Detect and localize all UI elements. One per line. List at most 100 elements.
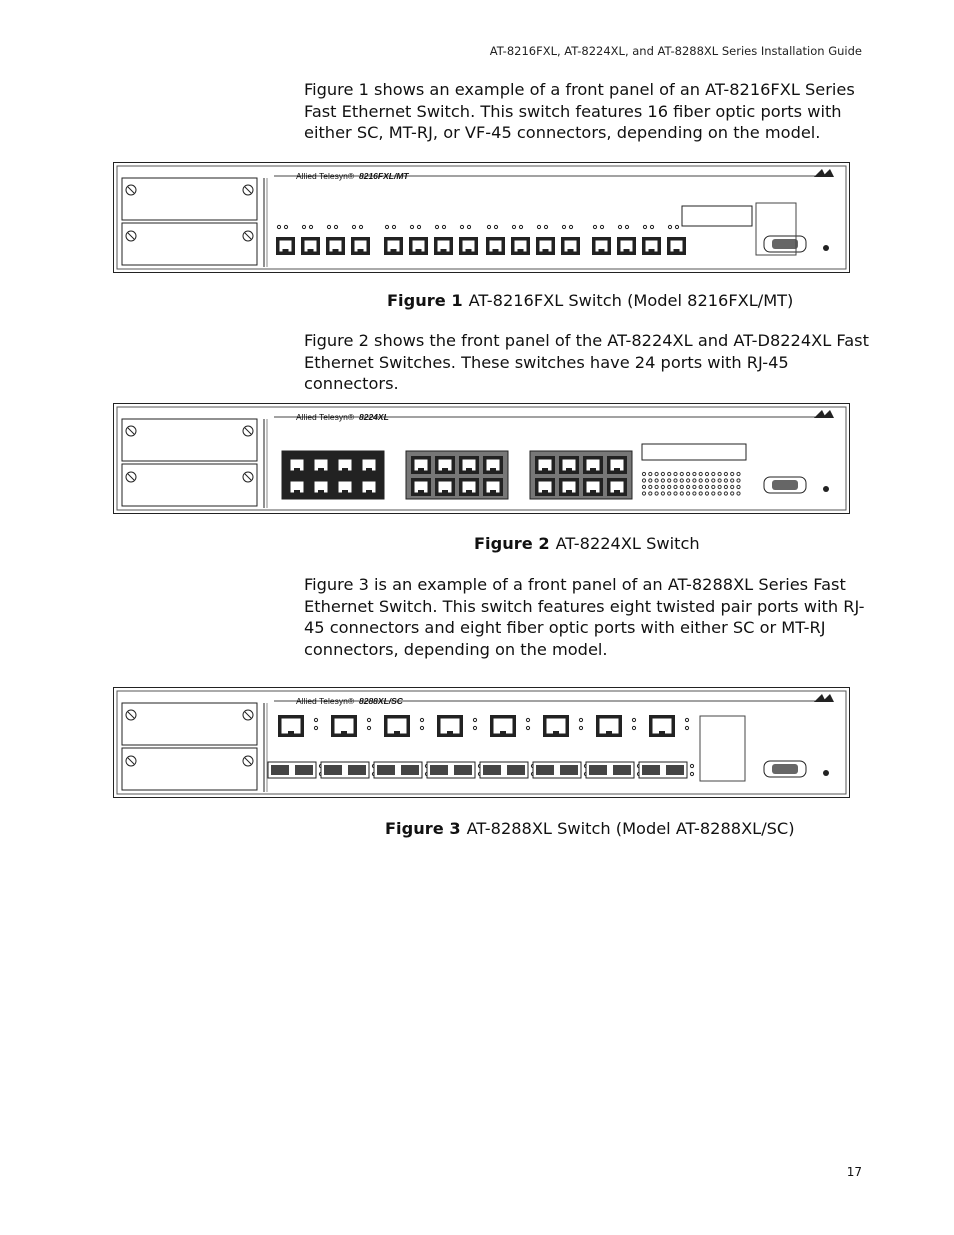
- port-led: [674, 224, 680, 230]
- rj45-port-tab: [517, 249, 524, 252]
- panel-bezel: [116, 406, 847, 511]
- fiber-port-socket: [377, 765, 395, 775]
- status-led: [679, 484, 684, 490]
- port-led: [561, 224, 567, 230]
- psu-module-top: [121, 418, 258, 462]
- port-led: [472, 725, 478, 731]
- figure-1-label: Figure 1: [387, 291, 463, 310]
- figure-3-caption-text: AT-8288XL Switch (Model AT-8288XL/SC): [466, 819, 795, 838]
- port-led: [351, 224, 357, 230]
- rj45-port-tab: [440, 249, 447, 252]
- status-led: [698, 491, 703, 496]
- fiber-port-socket: [271, 765, 289, 775]
- rj45-port-tab: [606, 731, 612, 734]
- rj45-port-tab: [466, 490, 472, 493]
- rj45-port-tab: [294, 468, 300, 471]
- port-led: [283, 224, 289, 230]
- at-logo-icon: [814, 410, 834, 418]
- screw-slot: [244, 232, 252, 240]
- model-logo-text: 8224XL: [359, 412, 389, 422]
- figure-1-switch-panel: Allied Telesyn®8216FXL/MT: [113, 162, 850, 273]
- fiber-port-socket: [589, 765, 607, 775]
- rj45-port-tab: [366, 468, 372, 471]
- rj45-port-tab: [390, 249, 397, 252]
- rj45-port-tab: [307, 249, 314, 252]
- port-led: [326, 224, 332, 230]
- rj45-port-tab: [566, 468, 572, 471]
- fiber-port-socket: [348, 765, 366, 775]
- status-led: [641, 478, 647, 483]
- port-led: [543, 224, 549, 230]
- figure-3-label: Figure 3: [385, 819, 461, 838]
- status-led: [648, 484, 653, 490]
- port-led: [536, 224, 542, 230]
- status-led: [717, 484, 722, 490]
- port-led: [624, 224, 630, 230]
- rj45-port-tab: [442, 490, 448, 493]
- led-panel: [681, 205, 753, 227]
- figure-3-caption: Figure 3 AT-8288XL Switch (Model AT-8288X…: [385, 819, 795, 838]
- rj45-port-tab: [447, 731, 453, 734]
- rj45-port-tab: [598, 249, 605, 252]
- status-led: [679, 478, 684, 483]
- status-led: [667, 484, 672, 490]
- port-led: [689, 763, 695, 769]
- status-led: [660, 471, 666, 477]
- reset-button: [823, 245, 829, 251]
- rj45-port-tab: [332, 249, 339, 252]
- console-port-inner: [772, 764, 798, 774]
- rj45-port-tab: [318, 490, 324, 493]
- port-led: [384, 224, 390, 230]
- status-led: [698, 478, 703, 483]
- status-led: [641, 491, 647, 496]
- fiber-port-socket: [507, 765, 525, 775]
- led-panel: [641, 443, 747, 461]
- port-led: [689, 771, 695, 777]
- rj45-port-tab: [673, 249, 680, 252]
- status-led: [679, 491, 684, 496]
- port-led: [518, 224, 524, 230]
- rj45-port-tab: [466, 468, 472, 471]
- rj45-port-tab: [366, 490, 372, 493]
- port-led: [525, 725, 531, 731]
- port-led: [466, 224, 472, 230]
- port-led: [578, 717, 584, 723]
- fiber-port-socket: [613, 765, 631, 775]
- rj45-port-tab: [614, 468, 620, 471]
- port-led: [631, 725, 637, 731]
- fiber-port-socket: [454, 765, 472, 775]
- switch-8224xl-illustration: Allied Telesyn® 8224XL: [116, 406, 847, 511]
- status-led: [723, 471, 729, 477]
- paragraph-figure1: Figure 1 shows an example of a front pan…: [304, 80, 855, 143]
- rj45-port-tab: [590, 468, 596, 471]
- fiber-port-socket: [483, 765, 501, 775]
- status-led: [660, 484, 666, 490]
- status-led: [660, 491, 666, 496]
- brand-logo-text: Allied Telesyn®: [296, 412, 355, 422]
- port-led: [441, 224, 447, 230]
- screw-slot: [244, 427, 252, 435]
- rj45-port-tab: [648, 249, 655, 252]
- status-led: [717, 478, 722, 483]
- status-led: [692, 484, 697, 490]
- status-led: [730, 478, 735, 483]
- status-led: [723, 484, 729, 490]
- port-led: [568, 224, 574, 230]
- status-led: [692, 471, 697, 477]
- status-led: [723, 491, 729, 496]
- status-led: [717, 491, 722, 496]
- status-led: [704, 478, 710, 483]
- led-panel: [699, 715, 746, 782]
- port-led: [684, 725, 690, 731]
- rj45-port-tab: [614, 490, 620, 493]
- reset-button: [823, 486, 829, 492]
- port-led: [313, 717, 319, 723]
- rj45-port-tab: [318, 468, 324, 471]
- rj45-port-tab: [342, 490, 348, 493]
- port-led: [366, 725, 372, 731]
- screw-slot: [127, 757, 135, 765]
- status-led: [698, 471, 703, 477]
- figure-2-switch-panel: Allied Telesyn® 8224XL: [113, 403, 850, 514]
- status-led: [736, 484, 741, 490]
